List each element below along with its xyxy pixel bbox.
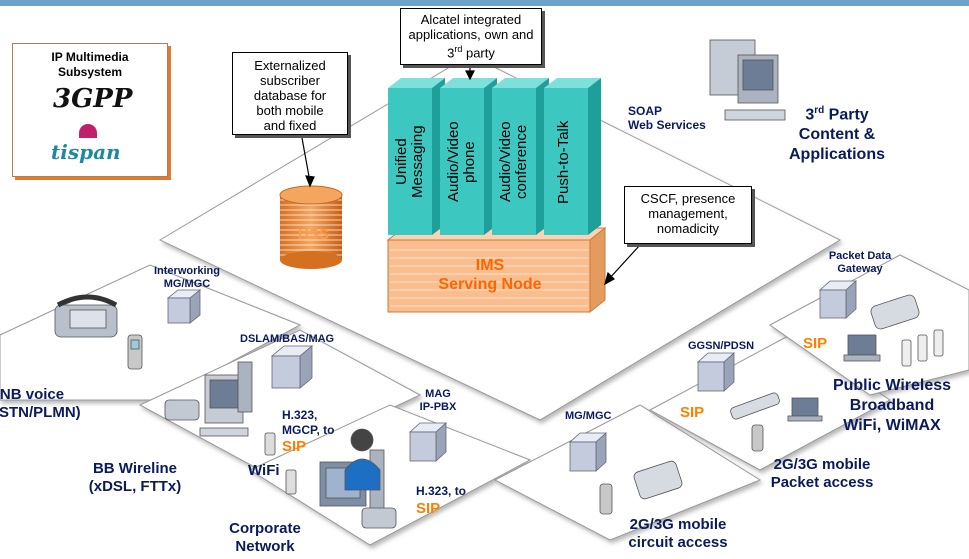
handsets-wireless xyxy=(901,329,944,367)
h323-to-label: H.323, to xyxy=(416,484,467,498)
mgmgc-label: MG/MGC xyxy=(565,410,612,422)
callout-cscf: CSCF, presence management, nomadicity xyxy=(624,186,752,244)
desk-phone-bb xyxy=(164,399,200,421)
cube-mag xyxy=(408,422,448,462)
logo-title-line2: Subsystem xyxy=(57,65,123,79)
ims-logo-box: IP Multimedia Subsystem 3GPP tispan xyxy=(12,43,168,177)
callout-pointers xyxy=(299,63,641,286)
sip-label-wireless: SIP xyxy=(803,335,828,352)
logo-title-line1: IP Multimedia xyxy=(51,50,129,64)
cube-ggsn xyxy=(696,352,736,392)
corporate-platform xyxy=(248,404,532,546)
cube-interworking xyxy=(166,289,202,324)
logo-tispan-mark xyxy=(79,124,97,138)
usb-modem-packet xyxy=(730,392,780,420)
wifi-label: WiFi xyxy=(248,462,280,479)
desk-phone-corp xyxy=(361,507,397,529)
bb-wireline-label: BB Wireline(xDSL, FTTx) xyxy=(88,460,182,495)
top-banner-bar xyxy=(0,0,969,6)
laptop-packet xyxy=(787,397,823,422)
nb-voice-label: NB voice(PSTN/PLMN) xyxy=(0,386,81,421)
sip-label-packet: SIP xyxy=(680,404,705,421)
third-party-label: 3rd Party Content & Applications xyxy=(788,105,885,164)
pc-bb xyxy=(199,361,253,437)
mobile-circuit xyxy=(599,483,613,515)
logo-3gpp: 3GPP xyxy=(53,84,133,114)
wifi-handset-corp xyxy=(285,469,297,495)
ggsn-label: GGSN/PDSN xyxy=(688,340,755,352)
logo-tispan: tispan xyxy=(51,140,121,164)
gateway-cubes xyxy=(166,280,858,472)
mobile-packet xyxy=(751,424,764,452)
cube-mgmgc xyxy=(568,432,608,472)
user-headset xyxy=(344,428,381,491)
ims-serving-node-box xyxy=(386,226,607,314)
h323-mgcp-label: H.323, MGCP, to xyxy=(282,408,335,437)
pillar-3 xyxy=(492,78,549,235)
laptop-wireless xyxy=(843,334,881,362)
dslam-label: DSLAM/BAS/MAG xyxy=(240,333,335,345)
sip-label-corp: SIP xyxy=(416,500,441,517)
cube-dslam xyxy=(270,345,314,389)
wifi-handset-bb xyxy=(264,432,276,456)
callout-hss: Externalized subscriber database for bot… xyxy=(232,52,348,135)
pda-circuit xyxy=(633,460,683,500)
pda-wireless xyxy=(870,294,920,330)
mobile-phone-nb xyxy=(127,334,143,370)
app-pillars xyxy=(388,78,601,235)
cube-pdg xyxy=(818,280,858,319)
terminal-devices xyxy=(54,39,944,529)
hss-label: HSS xyxy=(298,226,329,243)
hss-database-cylinder xyxy=(279,185,343,269)
desk-phone-nb xyxy=(54,294,118,338)
callout-alcatel-apps: Alcatel integrated applications, own and… xyxy=(400,8,542,65)
sip-label-bb: SIP xyxy=(282,438,307,455)
app-push-to-talk: Push-to-Talk xyxy=(555,120,572,204)
circuit-access-platform xyxy=(493,404,762,541)
pillar-4 xyxy=(544,78,601,235)
third-party-pc xyxy=(709,39,786,121)
